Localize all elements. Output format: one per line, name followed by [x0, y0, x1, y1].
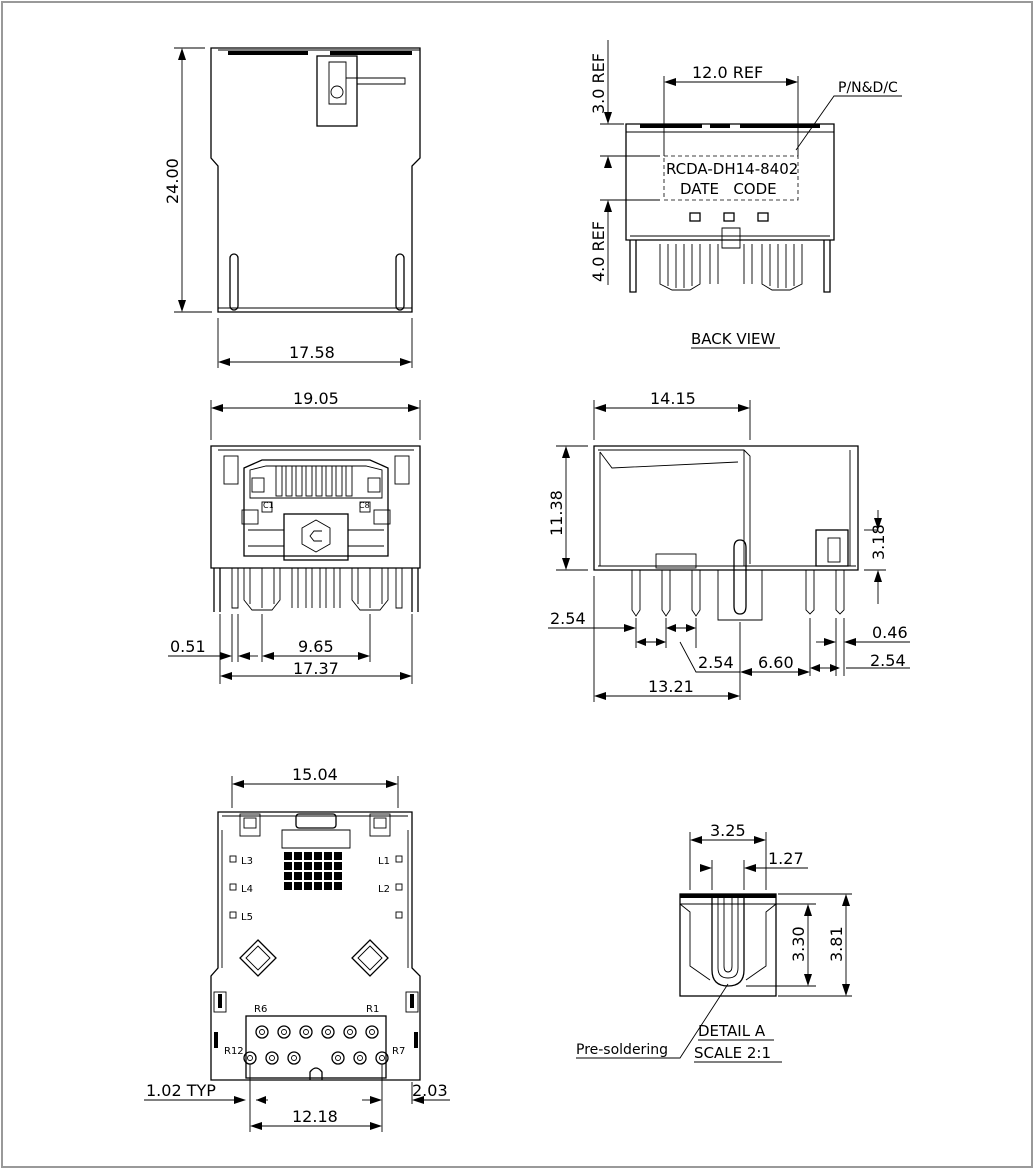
dim-top-width: 17.58 — [289, 343, 335, 362]
dim-front-pin-dia: 0.51 — [170, 637, 206, 656]
bottom-view-dims — [144, 776, 450, 1132]
side-view — [593, 445, 859, 621]
bottom-view — [210, 811, 421, 1081]
back-view — [625, 123, 835, 293]
dim-back-ref-top: 3.0 REF — [589, 53, 608, 114]
dim-side-pitch: 2.54 — [698, 653, 734, 672]
label-pre-soldering: Pre-soldering — [576, 1042, 668, 1058]
dim-detail-inner: 3.30 — [789, 926, 808, 962]
pin-label-r12: R12 — [224, 1046, 244, 1057]
pin-label-l3: L3 — [241, 856, 253, 867]
dim-bottom-span: 12.18 — [292, 1107, 338, 1126]
dim-bottom-right: 2.03 — [412, 1081, 448, 1100]
dim-side-led-gap: 6.60 — [758, 653, 794, 672]
label-detail-a: DETAIL A — [698, 1022, 766, 1040]
front-view — [210, 445, 421, 612]
dim-side-total: 13.21 — [648, 677, 694, 696]
dim-back-ref-width: 12.0 REF — [692, 63, 763, 82]
dim-detail-thickness: 1.27 — [768, 849, 804, 868]
dim-front-width: 19.05 — [293, 389, 339, 408]
top-view — [210, 47, 421, 313]
dim-back-ref-bottom: 4.0 REF — [589, 221, 608, 282]
dim-side-height: 11.38 — [547, 490, 566, 536]
back-view-dims — [600, 40, 902, 285]
pin-label-l4: L4 — [241, 884, 253, 895]
dim-front-pins-span: 17.37 — [293, 659, 339, 678]
dim-side-pin-dia: 0.46 — [872, 623, 908, 642]
dim-detail-outer: 3.81 — [827, 926, 846, 962]
dim-side-offset: 2.54 — [550, 609, 586, 628]
detail-a — [679, 893, 777, 997]
label-part-number: RCDA-DH14-8402 — [666, 160, 798, 178]
top-view-dims — [174, 47, 413, 368]
dim-top-height: 24.00 — [163, 158, 182, 204]
label-contact-c1: C1 — [263, 501, 274, 510]
dim-bottom-pin-dia: 1.02 TYP — [146, 1081, 216, 1100]
pin-label-l5: L5 — [241, 912, 253, 923]
dim-detail-width: 3.25 — [710, 821, 746, 840]
front-view-dims — [168, 400, 421, 684]
detail-a-dims — [576, 832, 852, 1059]
dim-side-right-pitch: 2.54 — [870, 651, 906, 670]
label-back-view: BACK VIEW — [691, 330, 776, 348]
pin-label-l2: L2 — [378, 884, 390, 895]
pin-label-r7: R7 — [392, 1046, 405, 1057]
dim-side-tab: 3.18 — [869, 524, 888, 560]
label-scale: SCALE 2:1 — [694, 1044, 771, 1062]
contact-fingers — [275, 465, 353, 497]
label-contact-c8: C8 — [359, 501, 370, 510]
pin-label-l1: L1 — [378, 856, 390, 867]
dim-side-length: 14.15 — [650, 389, 696, 408]
dim-front-pitch: 9.65 — [298, 637, 334, 656]
label-pn-dc: P/N&D/C — [838, 80, 898, 96]
label-date-code: DATE CODE — [680, 180, 777, 198]
pin-label-r6: R6 — [254, 1004, 267, 1015]
dim-bottom-width: 15.04 — [292, 765, 338, 784]
side-view-dims — [548, 400, 910, 702]
pin-label-r1: R1 — [366, 1004, 379, 1015]
